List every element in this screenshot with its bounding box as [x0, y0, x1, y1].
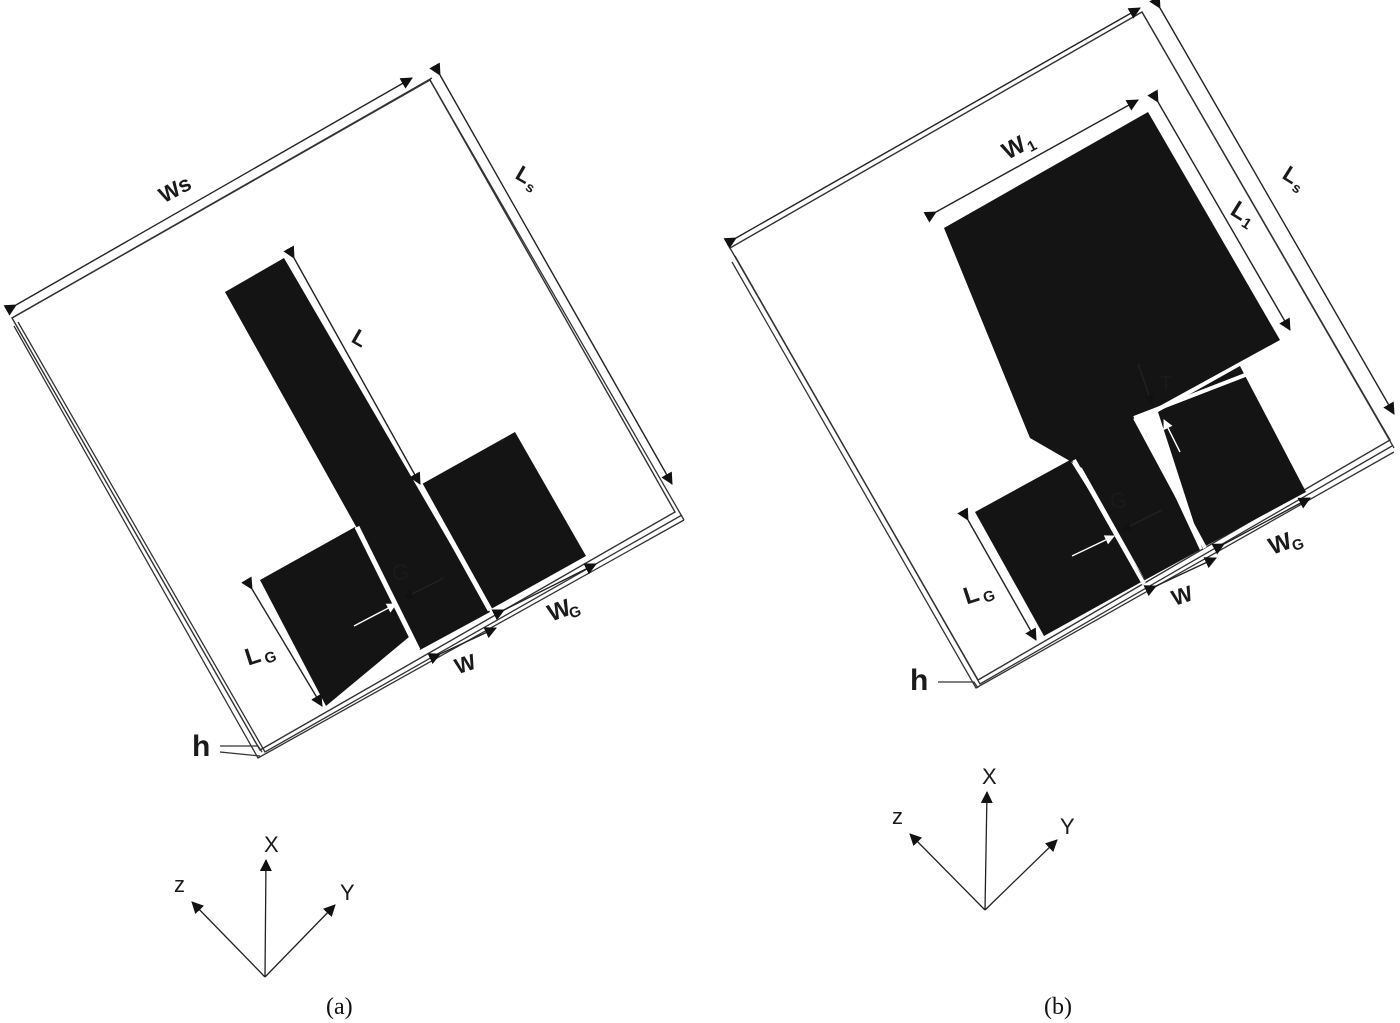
dimension-w-a	[427, 627, 497, 665]
axis-y-b	[984, 839, 1058, 911]
label-w-b: W	[1168, 581, 1196, 611]
dimension-g-a-right	[403, 577, 445, 599]
label-ls-b: L s	[1278, 161, 1304, 197]
dimension-g-a-left	[353, 603, 397, 627]
dimension-l	[283, 245, 421, 485]
axis-z-b	[909, 833, 986, 911]
axis-z-a-label: z	[174, 872, 185, 897]
dimension-t-b-bottom	[1163, 419, 1181, 453]
label-lg-b-sub: G	[981, 587, 997, 607]
label-ls-a: L s	[512, 160, 538, 196]
cpw-gap-left-b	[1072, 459, 1146, 585]
dimension-wg-a	[491, 563, 597, 621]
axis-x-b	[980, 791, 993, 911]
label-wg-a: W G	[544, 594, 584, 627]
panel-a: Ws L s L G W G L G W h X Y z (a)	[3, 62, 685, 1020]
label-g-b: G	[1110, 488, 1127, 513]
cpw-gap-left-a	[354, 525, 421, 652]
label-ws: Ws	[154, 170, 195, 208]
dimension-g-b-right	[1121, 509, 1163, 531]
dimension-lg-a	[241, 576, 323, 707]
dimension-ws	[3, 77, 413, 316]
dimension-h-a	[220, 745, 263, 753]
axis-z-b-label: z	[892, 804, 903, 829]
dimension-h-b	[938, 681, 979, 689]
axis-z-a	[191, 901, 266, 978]
axis-x-a	[259, 859, 272, 978]
cpw-gap-right-b	[1133, 417, 1207, 549]
label-wg-b: W G	[1265, 527, 1307, 560]
dimension-w-b	[1143, 557, 1217, 597]
dimension-wg-b	[1211, 497, 1311, 555]
dimension-ls-a	[429, 62, 673, 485]
label-h-b: h	[910, 664, 928, 697]
label-t: T	[1160, 373, 1172, 395]
label-lg-a-sub: G	[262, 648, 278, 668]
dimension-t-b-top	[1137, 363, 1154, 405]
dimension-lg-b	[957, 507, 1037, 641]
axis-triad-a: X Y z	[174, 832, 355, 978]
label-h-a: h	[192, 730, 210, 763]
ground-plane-left-a	[260, 527, 415, 706]
axis-y-a	[264, 904, 336, 978]
panel-b: W 1 L 1 L s T G W G L G W h X Y z	[723, 0, 1395, 1020]
dimension-w1	[923, 99, 1139, 223]
dimension-g-b-left	[1071, 535, 1115, 557]
axis-x-b-label: X	[982, 764, 997, 789]
axis-y-b-label: Y	[1060, 814, 1075, 839]
caption-a: (a)	[326, 994, 353, 1020]
label-g-a: G	[392, 560, 409, 585]
axis-triad-b: X Y z	[892, 764, 1075, 911]
cpw-gap-right-a	[417, 482, 493, 612]
axis-x-a-label: X	[264, 832, 279, 857]
axis-y-a-label: Y	[340, 880, 355, 905]
ground-plane-left-b	[975, 460, 1145, 636]
caption-b: (b)	[1044, 994, 1072, 1020]
dimension-h-a-2	[219, 751, 261, 757]
label-wg-b-sub: G	[1290, 535, 1307, 555]
label-wg-a-sub: G	[567, 603, 584, 623]
dimension-l1	[1147, 89, 1291, 331]
label-w-a: W	[451, 649, 479, 679]
